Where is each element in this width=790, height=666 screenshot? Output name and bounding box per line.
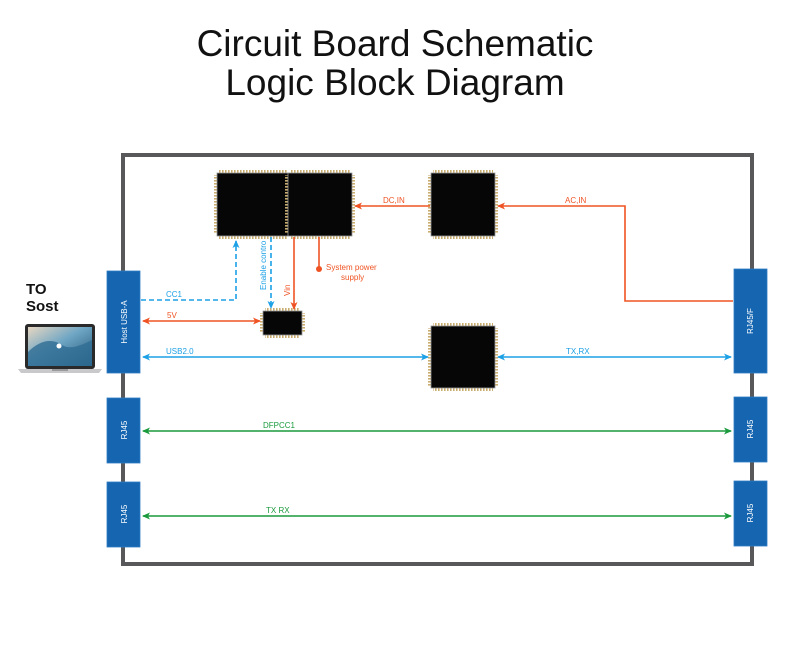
- connector-label: RJ45: [746, 503, 755, 522]
- label-dc-in: DC,IN: [383, 196, 405, 205]
- connector-left-rj45-2[interactable]: RJ45: [106, 481, 141, 548]
- connector-label: RJ45/F: [746, 308, 755, 334]
- data-wires: [141, 237, 732, 361]
- connector-right-rj45-2[interactable]: RJ45: [733, 480, 768, 547]
- wire-ac-in: [497, 202, 733, 302]
- laptop-icon: [18, 324, 102, 373]
- label-dfpcc1: DFPCC1: [263, 421, 296, 430]
- connector-right-rj45-1[interactable]: RJ45: [733, 396, 768, 463]
- diagram-title-line2: Logic Block Diagram: [225, 62, 565, 103]
- chip-main: [285, 170, 355, 239]
- connector-label: RJ45: [120, 420, 129, 439]
- label-vin: Vin: [283, 285, 292, 296]
- label-system-power-line2: supply: [341, 273, 364, 282]
- label-txrx-top: TX,RX: [566, 347, 590, 356]
- system-power-node: [316, 266, 322, 272]
- connector-right-rj45f[interactable]: RJ45/F: [733, 268, 768, 374]
- chip-controller: [214, 170, 293, 239]
- label-enable-control: Enable contro: [259, 240, 268, 290]
- host-label-line1: TO: [26, 281, 47, 298]
- label-usb2: USB2.0: [166, 347, 194, 356]
- label-ac-in: AC,IN: [565, 196, 587, 205]
- chip-network: [428, 323, 498, 391]
- power-wires: [142, 202, 733, 325]
- network-wires: [142, 427, 732, 520]
- host-label: TO Sost: [26, 281, 59, 315]
- connector-label: Host USB-A: [120, 300, 129, 344]
- connector-left-rj45-1[interactable]: RJ45: [106, 397, 141, 464]
- label-5v: 5V: [167, 311, 177, 320]
- label-cc1: CC1: [166, 290, 183, 299]
- chip-small-regulator: [260, 308, 305, 338]
- connector-label: RJ45: [120, 504, 129, 523]
- connector-left-host-usb-a[interactable]: Host USB-A: [106, 270, 141, 374]
- label-system-power-line1: System power: [326, 263, 377, 272]
- connector-label: RJ45: [746, 419, 755, 438]
- chip-power-converter: [428, 170, 498, 239]
- label-txrx-bottom: TX RX: [266, 506, 290, 515]
- diagram-title-line1: Circuit Board Schematic: [196, 23, 594, 64]
- wire-cc1: [141, 240, 240, 301]
- host-label-line2: Sost: [26, 298, 59, 315]
